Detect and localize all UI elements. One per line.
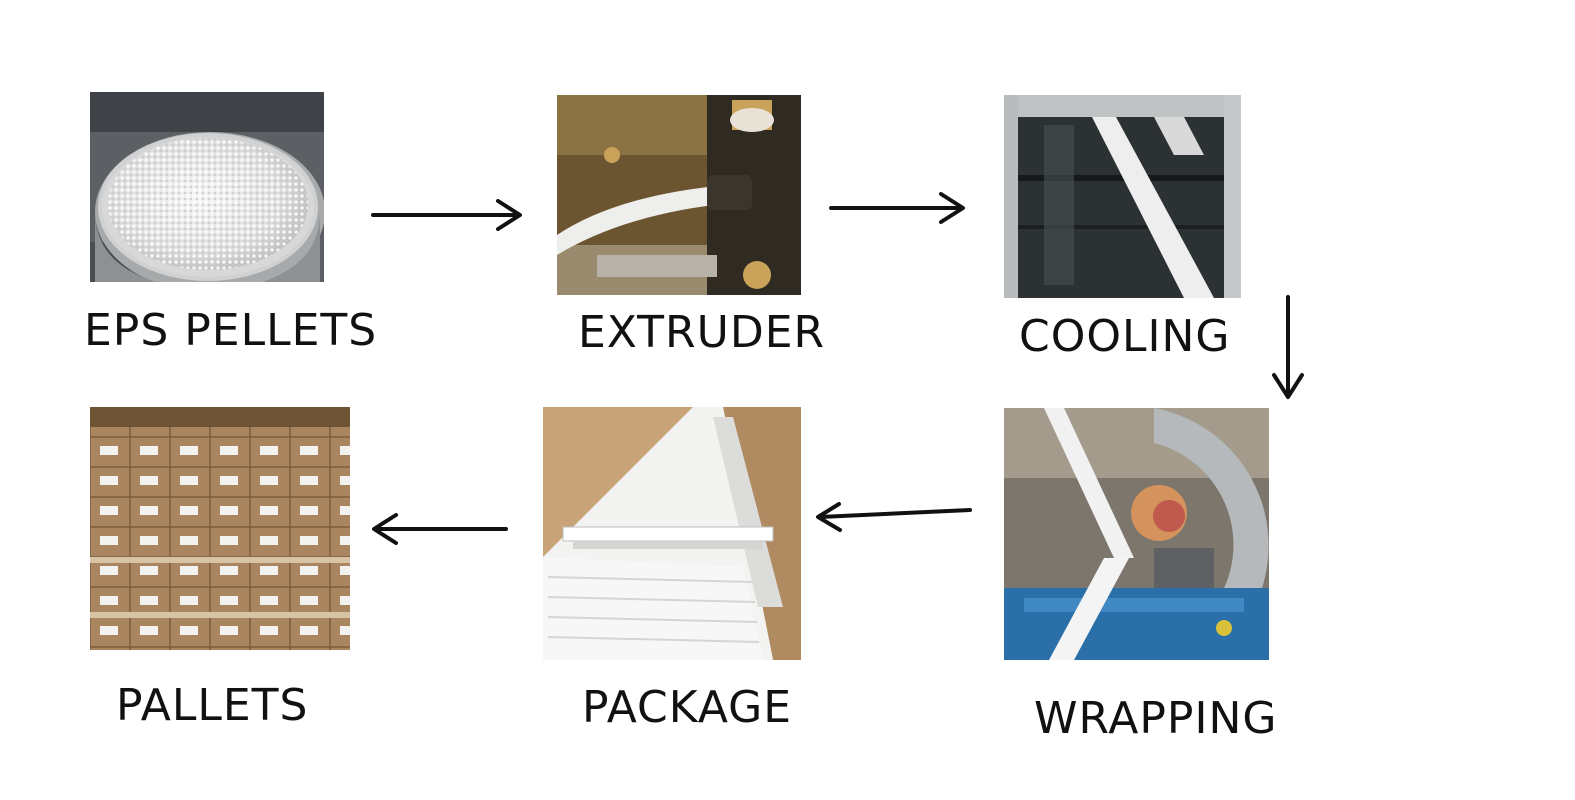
stage-label-extruder: EXTRUDER bbox=[578, 307, 826, 358]
stage-label-package: PACKAGE bbox=[582, 682, 793, 733]
arrow-left-icon bbox=[372, 513, 508, 545]
package-photo bbox=[543, 407, 801, 660]
stage-label-eps-pellets: EPS PELLETS bbox=[84, 305, 378, 356]
stage-label-wrapping: WRAPPING bbox=[1034, 693, 1278, 744]
stage-label-pallets: PALLETS bbox=[116, 680, 309, 731]
arrow-right-icon bbox=[829, 192, 965, 224]
arrow-right-icon bbox=[371, 199, 522, 231]
cooling-photo bbox=[1004, 95, 1241, 298]
arrow-left-icon bbox=[816, 502, 972, 532]
arrow-down-icon bbox=[1272, 295, 1304, 399]
eps-pellets-photo bbox=[90, 92, 324, 282]
stage-label-cooling: COOLING bbox=[1019, 311, 1231, 362]
wrapping-photo bbox=[1004, 408, 1269, 660]
extruder-photo bbox=[557, 95, 801, 295]
pallets-photo bbox=[90, 407, 350, 650]
